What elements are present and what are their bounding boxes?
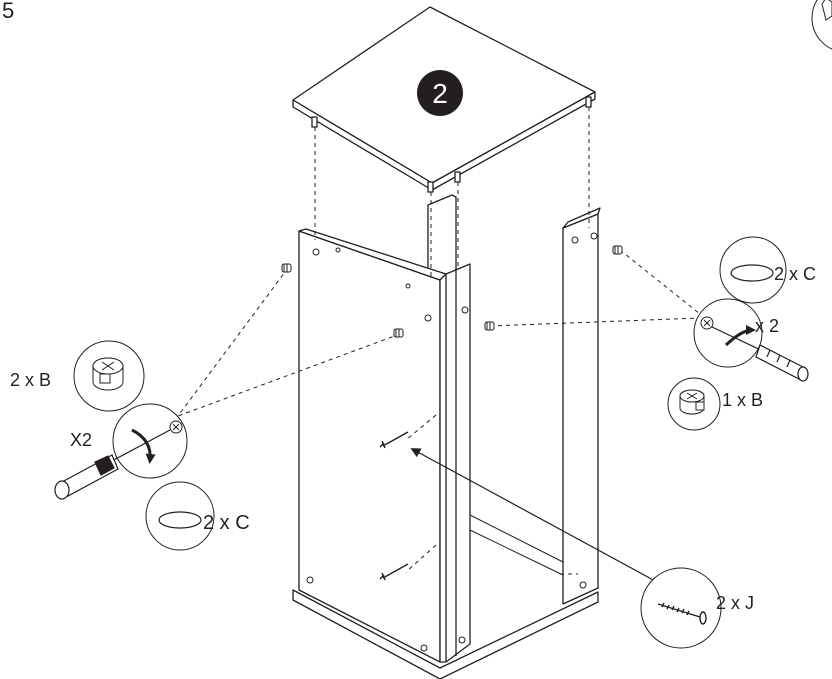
- right-cam-bolt-callout: 1 x B: [667, 377, 763, 431]
- panel-holes: [306, 232, 598, 652]
- panel-marker: 2: [417, 70, 463, 116]
- rotation-arrow-icon: [724, 325, 756, 347]
- bottom-panel: [292, 589, 599, 679]
- rotation-arrow-icon: [131, 428, 156, 464]
- alignment-lines: [177, 107, 706, 575]
- left-side-panel: [298, 230, 441, 663]
- right-cam-lock-callout: 2 x C: [719, 236, 816, 304]
- left-cam-bolt-label: 2 x B: [10, 370, 51, 390]
- screw-icon: [657, 602, 707, 625]
- left-cam-lock-callout: 2 x C: [145, 481, 250, 551]
- step-number: 5: [2, 0, 14, 23]
- left-cam-bolt-callout: 2 x B: [10, 340, 145, 412]
- front-stile: [439, 263, 471, 663]
- direction-arrow-icon: [410, 448, 669, 589]
- right-screwdriver-callout: x 2: [693, 298, 809, 382]
- right-turn-count-label: x 2: [755, 316, 779, 336]
- left-cam-lock-label: 2 x C: [203, 512, 250, 534]
- right-cam-bolt-label: 1 x B: [722, 390, 763, 410]
- right-cam-lock-label: 2 x C: [774, 264, 816, 284]
- cabinet-body: [292, 194, 601, 679]
- screws-label: 2 x J: [716, 593, 754, 613]
- corner-detail-circle: [811, 0, 832, 50]
- screw-icon: [379, 431, 409, 581]
- left-turn-count-label: X2: [70, 430, 92, 450]
- screwdriver-icon: [54, 429, 171, 500]
- left-screwdriver-callout: X2: [54, 403, 188, 500]
- cam-bolt-icon: [281, 245, 623, 338]
- panel-marker-label: 2: [432, 78, 448, 109]
- screws-callout: 2 x J: [640, 567, 754, 649]
- screwdriver-icon: [711, 326, 809, 382]
- right-side-panel: [562, 213, 599, 605]
